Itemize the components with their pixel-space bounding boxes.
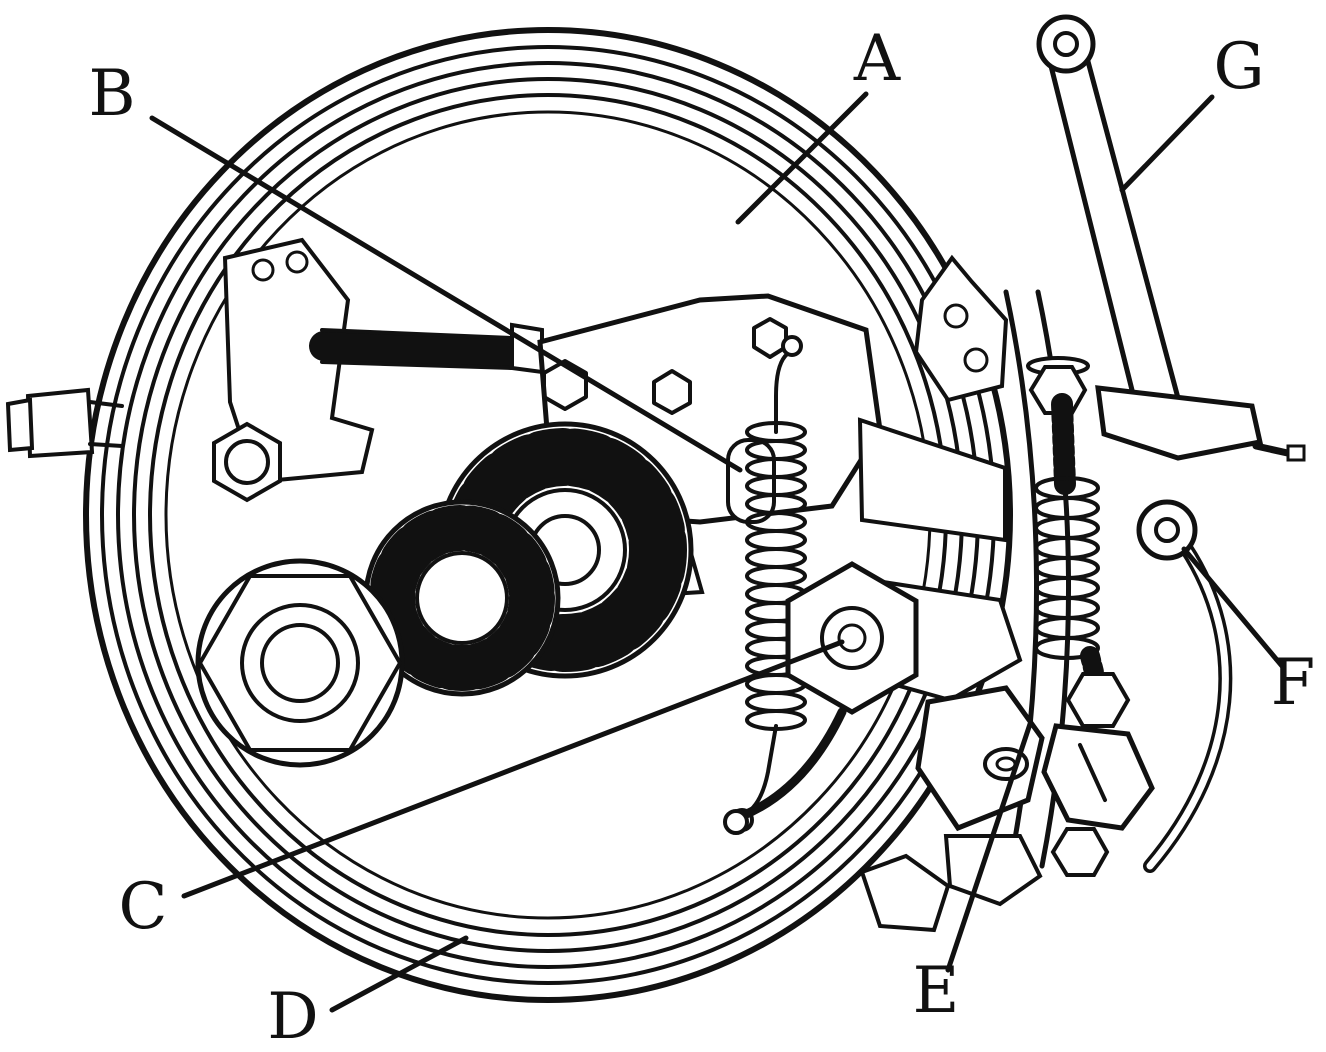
adjuster-assembly [1026,356,1155,877]
hub-bearing-assembly [195,421,694,768]
pivot-f [1136,499,1233,873]
backplate-bracket [222,237,375,485]
leader-line-b [149,115,743,473]
callout-letters: A B C D E F G [88,22,1315,1052]
part-label-c: C [119,870,168,944]
part-label-b: B [88,57,135,131]
leader-line-g [1119,94,1215,193]
horizontal-arm [1095,385,1306,462]
part-label-d: D [267,980,318,1052]
bottom-rim-tab [859,853,951,933]
lower-right-cam [915,685,1045,907]
left-hex-fastener [212,421,282,503]
leader-line-c [181,639,845,899]
leader-lines [149,91,1285,1013]
part-label-g: G [1213,30,1264,104]
leader-line-e [945,721,1033,973]
part-label-f: F [1271,646,1315,720]
left-axle-stub [5,387,124,459]
leader-line-d [329,935,469,1013]
part-label-a: A [853,22,901,96]
leader-line-a [735,91,869,225]
leader-line-f [1181,546,1285,669]
hex-bolt-c [723,561,919,835]
part-label-e: E [913,954,960,1028]
top-right-bracket [913,254,1009,403]
lever-arm-g [1036,14,1181,418]
